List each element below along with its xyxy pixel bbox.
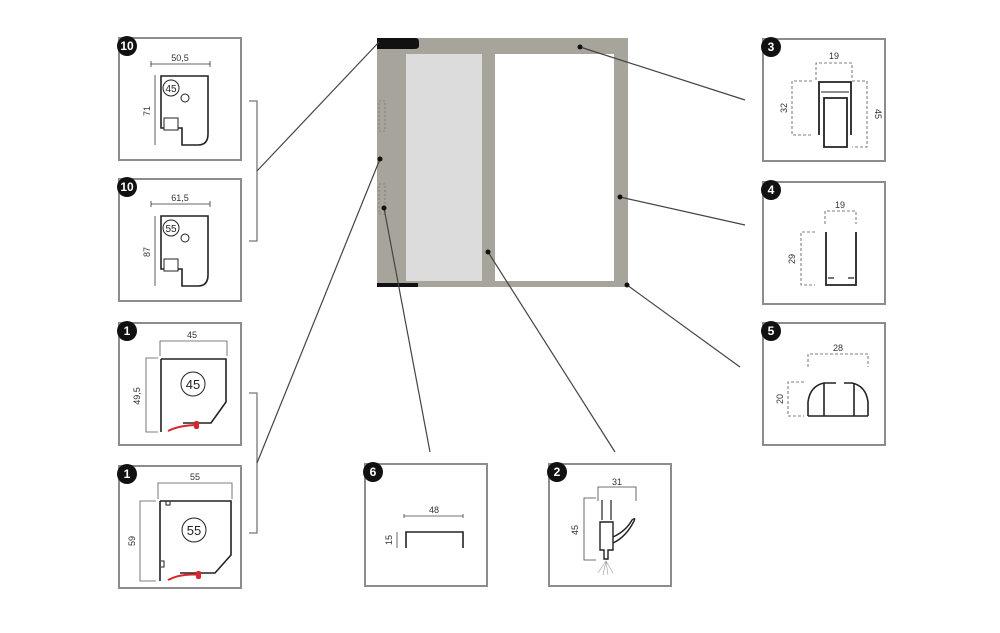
height-dimension: 29 [787,254,797,264]
panel-number-badge: 2 [547,462,567,482]
profile-panel-2-handle-brush: 2 31 45 [547,462,672,587]
leader-6 [383,207,431,453]
side-channel-drawing: 19 29 [787,200,857,286]
width-dimension: 19 [829,51,839,61]
panel-number-badge: 3 [761,37,781,57]
profile-panel-3-top-rail: 3 19 32 45 [761,37,886,162]
leader-5 [626,284,741,368]
height-dimension: 20 [775,394,785,404]
latch-marks [378,100,386,215]
height-dimension: 59 [127,536,137,546]
bottom-guide-drawing: 48 15 [384,505,464,548]
profile-panel-4-side-channel: 4 19 29 [761,180,886,305]
width-dimension: 31 [612,477,622,487]
panel-number-badge: 4 [761,180,781,200]
profile-panel-10-cassette-55: 10 61,5 87 55 [117,177,242,302]
panel-number-badge: 10 [117,177,137,197]
width-dimension: 48 [429,505,439,515]
height-dimension: 45 [570,525,580,535]
leader-2 [487,251,616,453]
box-45-drawing: 45 49,5 45 [132,330,228,433]
profile-panel-5-bottom-seal: 5 28 20 [761,321,886,446]
callout-dot-2 [485,249,491,255]
leader-1 [256,158,381,464]
height-dimension: 87 [142,247,152,257]
profile-panel-1-box-45: 1 45 49,5 45 [117,321,242,446]
bottom-guide-profile [377,283,418,287]
cassette-55-drawing: 61,5 87 55 [142,193,211,287]
top-rail-drawing: 19 32 45 [779,51,883,148]
cassette-size-label: 55 [165,224,177,235]
cassette-45-drawing: 50,5 71 45 [142,53,211,146]
width-dimension: 50,5 [171,53,189,63]
callout-dot-3 [577,44,583,50]
sliding-panel-glass [495,54,614,281]
height-dimension: 15 [384,535,394,545]
height-right-dimension: 45 [873,109,883,119]
profile-panel-6-bottom-guide: 6 48 15 [363,462,488,587]
callout-dot-4 [617,194,623,200]
cassette-top-profile [377,38,419,49]
profile-panel-10-cassette-45: 10 50,5 71 45 [117,36,242,161]
callout-dot-5 [624,282,630,288]
panel-number-badge: 5 [761,321,781,341]
panel-number-badge: 6 [363,462,383,482]
width-dimension: 55 [190,472,200,482]
height-dimension: 71 [142,106,152,116]
leader-3 [579,46,746,101]
bracket-top-group [249,100,258,242]
callout-dot-6 [381,205,387,211]
panel-number-badge: 1 [117,464,137,484]
handle-profile-drawing: 31 45 [570,477,637,576]
fixed-panel-glass [406,54,482,281]
box-55-drawing: 55 59 55 [127,472,233,582]
bracket-bottom-group [249,392,258,534]
callout-dot-1 [377,156,383,162]
width-dimension: 61,5 [171,193,189,203]
panel-number-badge: 1 [117,321,137,341]
leader-10 [256,41,380,172]
height-left-dimension: 32 [779,103,789,113]
height-dimension: 49,5 [132,387,142,405]
box-size-label: 55 [187,523,201,538]
box-size-label: 45 [186,377,200,392]
width-dimension: 45 [187,330,197,340]
width-dimension: 28 [833,343,843,353]
bottom-seal-drawing: 28 20 [775,343,869,417]
panel-number-badge: 10 [117,36,137,56]
cassette-size-label: 45 [165,84,177,95]
leader-4 [619,196,746,226]
profile-panel-1-box-55: 1 55 59 55 [117,464,242,589]
width-dimension: 19 [835,200,845,210]
